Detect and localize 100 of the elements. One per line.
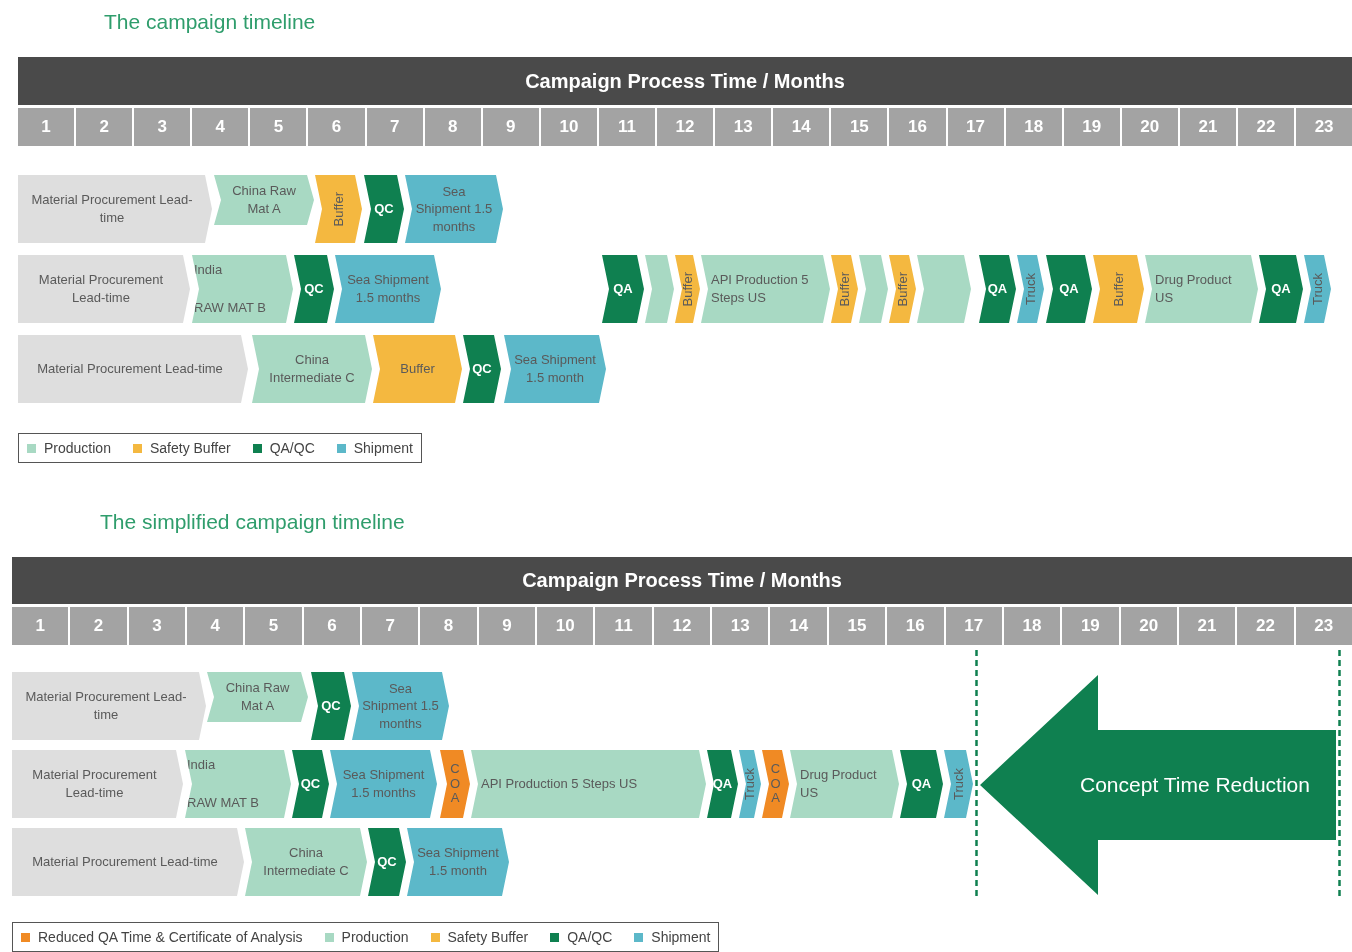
month-number: 12 <box>655 108 714 146</box>
lead-time-step <box>18 255 190 323</box>
month-number: 18 <box>1003 108 1062 146</box>
month-number: 3 <box>126 607 186 645</box>
month-number: 19 <box>1061 108 1120 146</box>
section-title: The campaign timeline <box>104 10 316 34</box>
shipment-step <box>504 335 606 403</box>
step-label: Material Procurement Lead-time <box>31 766 158 802</box>
step-label: QC <box>374 200 394 218</box>
month-number: 13 <box>710 607 769 645</box>
step-label: QA <box>613 280 633 298</box>
step-label: India <box>194 261 223 279</box>
lead-time-step <box>12 750 183 818</box>
shipment-step <box>407 828 509 896</box>
month-number: 12 <box>651 607 711 645</box>
month-number: 1 <box>34 615 46 637</box>
step-label: Sea Shipment 1.5 months <box>415 182 493 236</box>
month-number: 8 <box>422 108 481 146</box>
band-title: Campaign Process Time / Months <box>525 68 845 94</box>
legend-label: Safety Buffer <box>447 929 529 945</box>
month-number: 23 <box>1294 108 1352 146</box>
step-label: Drug Product US <box>1155 271 1233 307</box>
month-number: 11 <box>596 108 656 146</box>
shipment-step <box>1304 255 1331 323</box>
qa-step <box>368 828 406 896</box>
step-label: Sea Shipment 1.5 months <box>346 271 430 307</box>
month-number: 4 <box>190 108 249 146</box>
legend-label: QA/QC <box>567 929 613 945</box>
production-step <box>207 672 308 722</box>
buffer-step <box>1093 255 1144 323</box>
qa-step <box>364 175 404 243</box>
step-label: QA <box>1059 280 1079 298</box>
production-step <box>192 255 293 323</box>
step-label: Material Procurement Lead-time <box>37 360 223 378</box>
band-title: Campaign Process Time / Months <box>522 568 842 593</box>
section-title: The simplified campaign timeline <box>100 510 405 534</box>
step-label: QA <box>1271 280 1291 298</box>
step-label: Truck <box>741 768 759 800</box>
qa-step <box>463 335 501 403</box>
month-number: 2 <box>74 108 133 146</box>
lead-time-step <box>12 672 206 740</box>
step-label: Sea Shipment 1.5 month <box>417 844 499 880</box>
step-label: China Intermediate C <box>262 844 350 880</box>
step-label: QC <box>472 360 492 378</box>
legend-label: Production <box>341 929 409 945</box>
step-label: China Intermediate C <box>268 351 356 387</box>
step-label: China Raw Mat A <box>231 182 297 218</box>
buffer-step <box>675 255 700 323</box>
qa-step <box>311 672 351 740</box>
month-number: 21 <box>1177 108 1236 146</box>
step-label: COA <box>770 761 781 807</box>
legend-label: Safety Buffer <box>149 440 231 456</box>
step-label: QC <box>321 697 341 715</box>
month-number: 3 <box>132 108 191 146</box>
coa-step <box>440 750 470 818</box>
shipment-step <box>944 750 973 818</box>
step-label: Buffer <box>835 271 853 307</box>
month-number: 22 <box>1235 607 1294 645</box>
production-step <box>185 750 291 818</box>
month-number: 23 <box>1293 607 1352 645</box>
month-number: 18 <box>1001 607 1061 645</box>
production-step <box>471 750 706 818</box>
step-label: Material Procurement Lead-time <box>32 853 218 871</box>
qa-step <box>1046 255 1092 323</box>
production-step <box>645 255 674 323</box>
shipment-step <box>335 255 441 323</box>
buffer-step <box>831 255 858 323</box>
qa-step <box>900 750 943 818</box>
month-number: 22 <box>1235 108 1295 146</box>
legend-label: Production <box>44 440 111 456</box>
production-step <box>245 828 367 896</box>
production-step <box>701 255 830 323</box>
step-label: API Production 5 Steps US <box>481 775 638 793</box>
step-label: QA <box>987 280 1008 298</box>
month-number: 9 <box>476 607 536 645</box>
qa-step <box>979 255 1016 323</box>
step-label: Truck <box>1021 273 1039 305</box>
month-number: 11 <box>593 607 652 645</box>
buffer-step <box>315 175 362 243</box>
qa-step <box>1259 255 1303 323</box>
lead-time-step <box>18 335 248 403</box>
step-label: QA <box>911 775 932 793</box>
step-label: China Raw Mat A <box>224 679 291 715</box>
month-number: 21 <box>1176 607 1236 645</box>
step-label: Buffer <box>1109 271 1127 307</box>
step-label: Material Procurement Lead-time <box>37 271 165 307</box>
shipment-step <box>739 750 761 818</box>
month-number: 10 <box>538 108 597 146</box>
header-band <box>12 557 1352 604</box>
month-number: 7 <box>360 607 419 645</box>
qa-step <box>292 750 329 818</box>
header-band <box>18 57 1352 105</box>
month-number: 4 <box>185 607 244 645</box>
step-label: Buffer <box>678 271 696 307</box>
qa-step <box>707 750 738 818</box>
shipment-step <box>405 175 503 243</box>
step-label: Drug Product US <box>800 766 878 802</box>
lead-time-step <box>18 175 212 243</box>
month-number: 5 <box>248 108 307 146</box>
step-label: Buffer <box>893 271 911 307</box>
